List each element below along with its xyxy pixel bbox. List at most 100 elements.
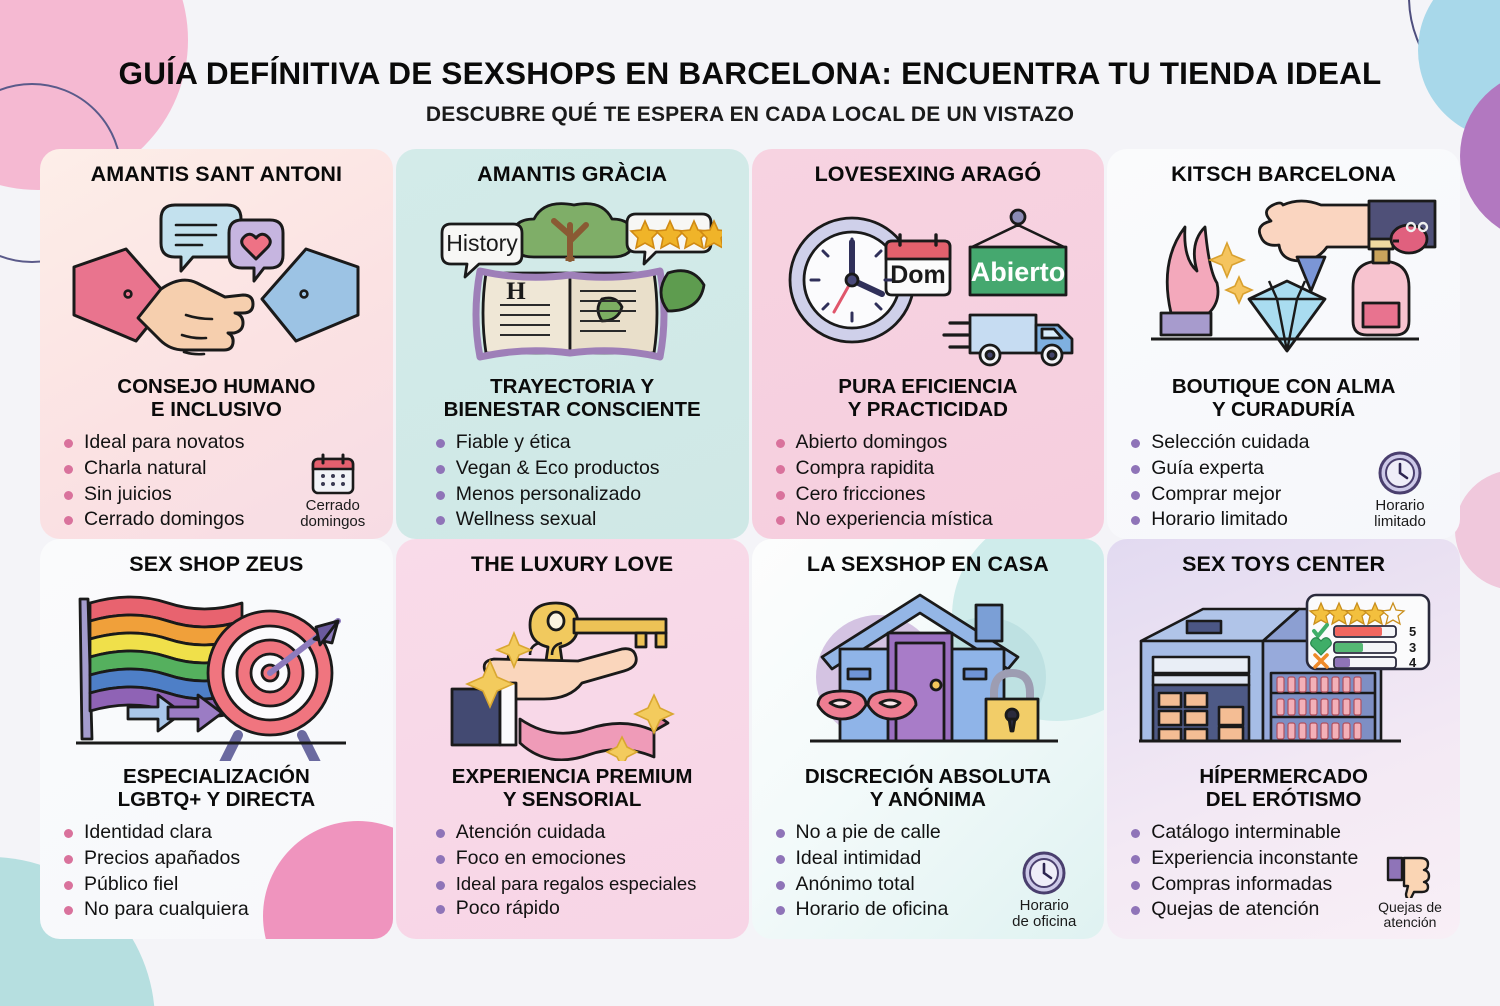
infographic-header: GUÍA DEFÍNITIVA DE SEXSHOPS EN BARCELONA…: [0, 0, 1500, 127]
rating-row-value: 3: [1409, 640, 1416, 655]
shop-feature-list: Selección cuidada Guía experta Comprar m…: [1123, 430, 1444, 533]
list-item: Fiable y ética: [434, 430, 733, 456]
shop-tagline-line2: Y ANÓNIMA: [869, 788, 986, 812]
clock-calendar-open-sign-truck-icon: Dom Abierto: [768, 192, 1089, 374]
list-item: Ideal intimidad: [774, 846, 1089, 872]
list-item: Precios apañados: [62, 846, 377, 872]
list-item: Compra rapidita: [774, 456, 1089, 482]
shop-name: KITSCH BARCELONA: [1171, 161, 1397, 186]
shop-tagline: PURA EFICIENCIA Y PRACTICIDAD: [768, 375, 1089, 422]
list-item: Ideal para regalos especiales: [434, 872, 733, 896]
shop-tagline-line2: Y CURADURÍA: [1212, 398, 1356, 422]
status-badge-office-hours: Horario de oficina: [998, 850, 1090, 931]
list-item: Público fiel: [62, 872, 377, 898]
badge-label-line2: domingos: [300, 513, 366, 531]
shop-tagline-line2: DEL ERÓTISMO: [1205, 788, 1362, 812]
shop-name: SEX TOYS CENTER: [1182, 551, 1386, 576]
shop-feature-list: Catálogo interminable Experiencia incons…: [1123, 820, 1444, 923]
list-item: Cero fricciones: [774, 482, 1089, 508]
open-hand-golden-key-ribbon-icon: [412, 582, 733, 764]
shop-tagline-line1: CONSEJO HUMANO: [117, 375, 316, 399]
shop-tagline-line1: TRAYECTORIA Y: [490, 375, 655, 399]
page-title: GUÍA DEFÍNITIVA DE SEXSHOPS EN BARCELONA…: [118, 55, 1382, 91]
shop-tagline-line1: HÍPERMERCADO: [1199, 765, 1368, 789]
clock-icon: [1022, 851, 1066, 895]
shop-tagline: ESPECIALIZACIÓN LGBTQ+ Y DIRECTA: [56, 765, 377, 812]
list-item: No experiencia mística: [774, 507, 1089, 533]
shop-card-the-luxury-love[interactable]: THE LUXURY LOVE: [395, 538, 749, 939]
list-item: No para cualquiera: [62, 897, 377, 923]
shop-card-amantis-gracia[interactable]: AMANTIS GRÀCIA: [395, 148, 749, 539]
list-item: Horario de oficina: [774, 897, 1089, 923]
shop-card-sex-toys-center[interactable]: SEX TOYS CENTER: [1107, 538, 1460, 939]
shop-tagline: TRAYECTORIA Y BIENESTAR CONSCIENTE: [412, 375, 733, 422]
shop-tagline-line1: ESPECIALIZACIÓN: [122, 765, 310, 789]
shop-card-kitsch-barcelona[interactable]: KITSCH BARCELONA: [1107, 148, 1460, 539]
list-item: Catálogo interminable: [1129, 820, 1444, 846]
shop-tagline-line1: DISCRECIÓN ABSOLUTA: [804, 765, 1051, 789]
shop-tagline-line1: EXPERIENCIA PREMIUM: [451, 765, 693, 789]
badge-label-line1: Horario: [1375, 496, 1425, 514]
shop-name: LOVESEXING ARAGÓ: [814, 161, 1042, 186]
list-item: Anónimo total: [774, 872, 1089, 898]
rating-row-value: 5: [1409, 624, 1416, 639]
status-badge-closed-sundays: Cerrado domingos: [287, 452, 379, 531]
shop-card-grid: AMANTIS SANT ANTONI CONSEJO HUMANO: [40, 148, 1460, 939]
thumbs-down-icon: [1386, 856, 1431, 898]
shop-tagline-line2: LGBTQ+ Y DIRECTA: [117, 788, 316, 812]
list-item: Poco rápido: [434, 896, 733, 922]
list-item: Menos personalizado: [434, 482, 733, 508]
list-item: Quejas de atención: [1129, 897, 1444, 923]
book-letter: H: [506, 278, 526, 305]
list-item: Comprar mejor: [1129, 482, 1444, 508]
shop-name: THE LUXURY LOVE: [471, 551, 674, 576]
shop-card-la-sexshop-en-casa[interactable]: LA SEXSHOP EN CASA: [751, 538, 1105, 939]
shop-tagline: EXPERIENCIA PREMIUM Y SENSORIAL: [412, 765, 733, 812]
badge-label-line1: Cerrado: [305, 496, 360, 514]
rating-panel: 5 3 4: [1305, 593, 1430, 671]
list-item: Compras informadas: [1129, 872, 1444, 898]
list-item: Guía experta: [1129, 456, 1444, 482]
calendar-icon: [311, 453, 355, 494]
shop-card-amantis-sant-antoni[interactable]: AMANTIS SANT ANTONI CONSEJO HUMANO: [40, 148, 393, 539]
shop-tagline: DISCRECIÓN ABSOLUTA Y ANÓNIMA: [768, 765, 1089, 812]
shop-card-lovesexing-arago[interactable]: LOVESEXING ARAGÓ: [751, 148, 1105, 539]
badge-label-line2: atención: [1383, 914, 1437, 931]
shop-tagline-line1: PURA EFICIENCIA: [838, 375, 1018, 399]
hand-gem-perfume-feather-icon: [1123, 192, 1444, 374]
badge-label-line1: Horario: [1019, 896, 1069, 914]
calendar-day-label: Dom: [890, 261, 946, 289]
list-item: Experiencia inconstante: [1129, 846, 1444, 872]
shop-feature-list: Atención cuidada Foco en emociones Ideal…: [412, 820, 733, 922]
list-item: Vegan & Eco productos: [434, 456, 733, 482]
shop-feature-list: No a pie de calle Ideal intimidad Anónim…: [768, 820, 1089, 923]
list-item: Selección cuidada: [1129, 430, 1444, 456]
clock-icon: [1378, 451, 1422, 495]
shop-tagline: CONSEJO HUMANO E INCLUSIVO: [56, 375, 377, 422]
list-item: Identidad clara: [62, 820, 377, 846]
handshake-with-speech-bubbles-icon: [56, 192, 377, 374]
rainbow-flag-target-arrow-icon: [56, 582, 377, 764]
open-sign-label: Abierto: [971, 257, 1066, 287]
shop-feature-list: Abierto domingos Compra rapidita Cero fr…: [768, 430, 1089, 533]
list-item: Charla natural: [62, 456, 377, 482]
shop-tagline-line2: E INCLUSIVO: [150, 398, 282, 422]
shop-name: AMANTIS GRÀCIA: [477, 161, 668, 186]
shop-tagline-line2: BIENESTAR CONSCIENTE: [443, 398, 701, 422]
warehouse-shelves-rating-panel-icon: 5 3 4: [1123, 582, 1444, 764]
shop-name: AMANTIS SANT ANTONI: [90, 161, 343, 186]
badge-label-line2: de oficina: [1012, 913, 1077, 931]
decor-circle-pink-right: [1455, 470, 1500, 590]
status-badge-service-complaints: Quejas de atención: [1364, 854, 1456, 931]
shop-card-sex-shop-zeus[interactable]: SEX SHOP ZEUS: [40, 538, 393, 939]
list-item: Sin juicios: [62, 482, 377, 508]
badge-label-line2: limitado: [1374, 513, 1426, 531]
page-subtitle: DESCUBRE QUÉ TE ESPERA EN CADA LOCAL DE …: [425, 102, 1075, 126]
shop-tagline-line2: Y PRACTICIDAD: [847, 398, 1008, 422]
list-item: Abierto domingos: [774, 430, 1089, 456]
shop-tagline-line1: BOUTIQUE CON ALMA: [1171, 375, 1396, 399]
open-book-tree-leaf-icon: H History: [412, 192, 733, 374]
list-item: Wellness sexual: [434, 507, 733, 533]
list-item: Horario limitado: [1129, 507, 1444, 533]
shop-name: LA SEXSHOP EN CASA: [806, 551, 1049, 576]
